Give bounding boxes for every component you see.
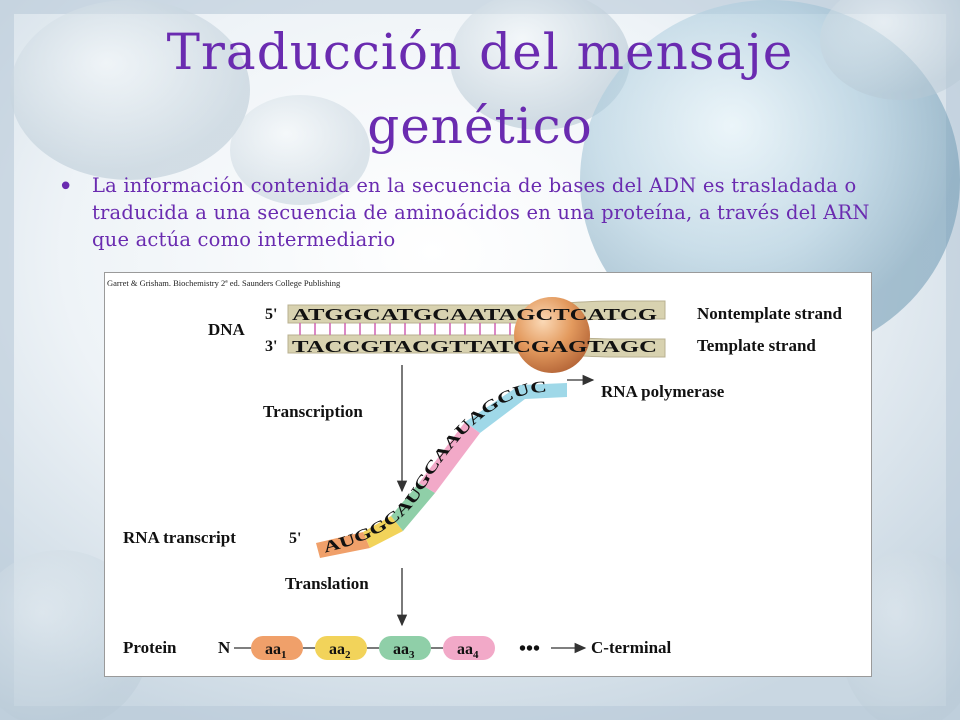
rna-transcript-label: RNA transcript — [123, 528, 236, 547]
continuation-dots: ••• — [519, 638, 540, 660]
slide-title-line-1: Traducción del mensaje — [166, 23, 794, 81]
amino-acid-3 — [379, 636, 431, 660]
rna-five-prime-label: 5' — [289, 530, 301, 547]
n-terminal-label: N — [218, 638, 231, 657]
c-terminal-label: C-terminal — [591, 638, 672, 657]
template-sequence: TACCGTACGTTATCGAGTAGC — [292, 337, 657, 356]
amino-acid-2 — [315, 636, 367, 660]
translation-label: Translation — [285, 574, 369, 593]
rna-polymerase-label: RNA polymerase — [601, 382, 725, 401]
dna-label: DNA — [208, 320, 246, 339]
amino-acid-4 — [443, 636, 495, 660]
nontemplate-strand-label: Nontemplate strand — [697, 304, 843, 323]
figure-citation: Garret & Grisham. Biochemistry 2ª ed. Sa… — [107, 278, 341, 288]
amino-acid-subscript-3: 3 — [409, 649, 415, 661]
three-prime-label: 3' — [265, 338, 277, 355]
five-prime-label: 5' — [265, 306, 277, 323]
template-strand-label: Template strand — [697, 336, 816, 355]
protein-label: Protein — [123, 638, 177, 657]
nontemplate-sequence: ATGGCATGCAATAGCTCATCG — [292, 305, 657, 324]
base-pair-lines — [299, 323, 511, 335]
amino-acid-1 — [251, 636, 303, 660]
bullet-dot-icon: • — [58, 172, 74, 202]
amino-acid-subscript-1: 1 — [281, 649, 287, 661]
bullet-text: La información contenida en la secuencia… — [92, 174, 870, 251]
transcription-label: Transcription — [263, 402, 363, 421]
figure-diagram: ATGGCATGCAATAGCTCATCG TACCGTACGTTATCGAGT… — [123, 297, 843, 661]
rna-polymerase-icon — [514, 297, 590, 373]
amino-acid-subscript-4: 4 — [473, 649, 479, 661]
amino-acid-subscript-2: 2 — [345, 649, 351, 661]
transcription-translation-figure: ATGGCATGCAATAGCTCATCG TACCGTACGTTATCGAGT… — [104, 272, 872, 677]
slide-title-line-2: genético — [367, 97, 593, 155]
rna-colored-segments — [316, 383, 567, 558]
